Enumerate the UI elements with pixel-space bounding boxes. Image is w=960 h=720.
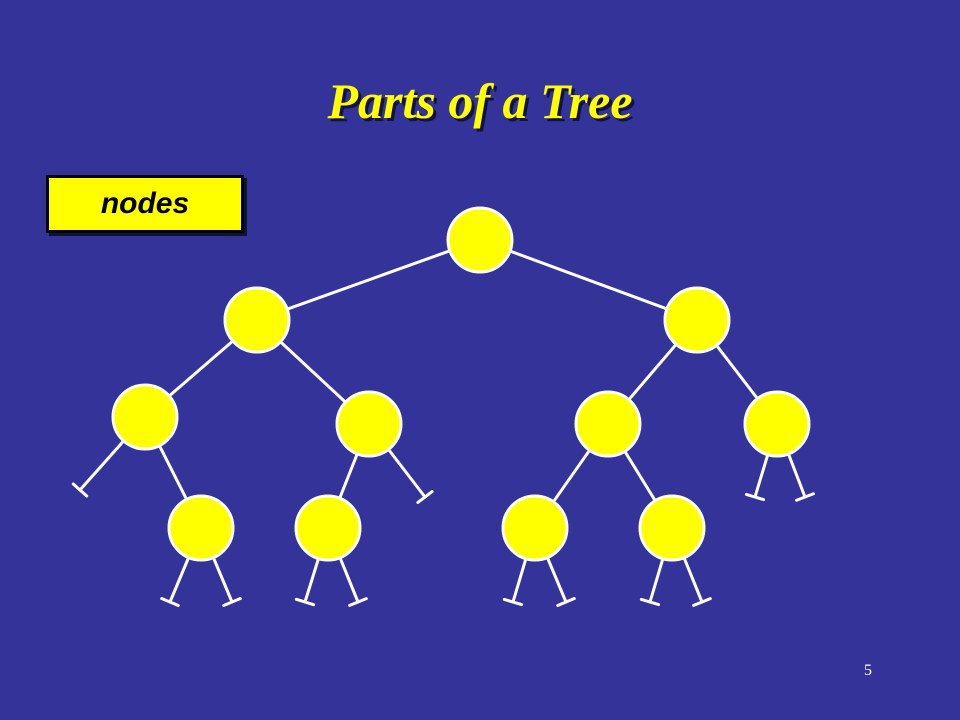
null-link (338, 556, 360, 604)
null-link-terminator (222, 597, 242, 607)
tree-node (638, 494, 706, 562)
null-link (682, 556, 704, 604)
null-link (303, 557, 321, 604)
tree-node (167, 494, 235, 562)
edges-layer (157, 249, 759, 504)
nodes-layer (111, 206, 811, 562)
tree-edge (278, 340, 348, 404)
page-number: 5 (864, 662, 872, 679)
tree-node (743, 390, 811, 458)
null-link-terminator (71, 482, 89, 498)
tree-node (335, 390, 403, 458)
tree-node (223, 286, 291, 354)
tree-edge (338, 452, 359, 500)
null-link-terminator (556, 597, 576, 607)
nodes-label-text: nodes (100, 187, 190, 220)
tree-edge (167, 339, 235, 398)
tree-node (294, 494, 362, 562)
tree-edge (551, 448, 592, 504)
null-link-terminator (639, 597, 661, 607)
null-link-terminator (744, 492, 766, 502)
tree-edge (715, 343, 759, 401)
null-link (168, 556, 191, 604)
tree-edge (627, 342, 678, 402)
null-link (648, 557, 665, 604)
null-link-terminator (692, 597, 712, 607)
tree-edge (285, 249, 452, 311)
null-links-layer (71, 439, 815, 607)
tree-node (663, 286, 731, 354)
tree-node (501, 494, 569, 562)
tree-edge (157, 444, 189, 501)
tree-edge (508, 249, 669, 311)
null-link (511, 557, 528, 604)
null-link-terminator (416, 490, 434, 504)
tree-node (446, 206, 514, 274)
null-link-terminator (160, 597, 180, 607)
null-link-terminator (348, 597, 368, 607)
tree-node (574, 390, 642, 458)
null-link-terminator (502, 597, 524, 607)
null-link (211, 556, 234, 604)
nodes-label-box: nodes (46, 175, 244, 233)
tree-node (111, 383, 179, 451)
null-link (753, 453, 770, 499)
slide-title: Parts of a Tree (327, 73, 633, 129)
null-link (386, 447, 427, 499)
null-link-terminator (294, 597, 316, 607)
tree-edge (623, 449, 657, 503)
null-link (786, 452, 807, 499)
null-link-terminator (795, 492, 815, 502)
null-link (545, 556, 568, 604)
null-link (78, 439, 126, 492)
